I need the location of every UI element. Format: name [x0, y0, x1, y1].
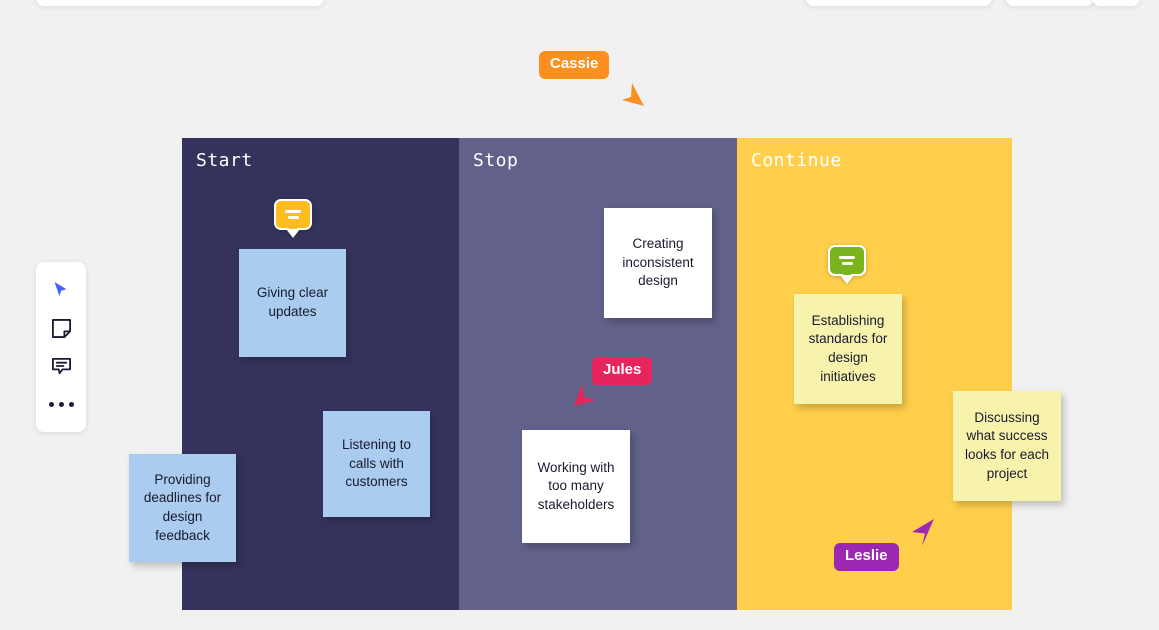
sticky-note[interactable]: Listening to calls with customers — [323, 411, 430, 517]
share-group: Share — [1006, 0, 1095, 6]
ellipsis-icon[interactable] — [44, 388, 78, 420]
presence-group: +3 — [806, 0, 992, 6]
cursor-pointer-leslie — [903, 518, 936, 553]
cursor-label-jules: Jules — [592, 357, 653, 385]
comment-lines-icon — [285, 210, 301, 219]
comment-lines-icon — [839, 256, 855, 265]
badge-tail — [842, 273, 852, 280]
comment-badge-start[interactable] — [274, 199, 312, 234]
column-title-stop: Stop — [473, 150, 519, 171]
comment-icon[interactable] — [44, 350, 78, 382]
cursor-pointer-jules — [572, 378, 604, 411]
export-icon[interactable] — [272, 0, 310, 2]
badge-tail — [288, 227, 298, 234]
sticky-note[interactable]: Giving clear updates — [239, 249, 346, 357]
comment-panel-icon[interactable] — [1097, 0, 1135, 2]
column-title-start: Start — [196, 150, 253, 171]
top-header: miro Agile Workflows — [0, 0, 1159, 14]
header-left-group: miro Agile Workflows — [36, 0, 324, 6]
left-toolbar — [36, 262, 86, 432]
sticky-note[interactable]: Working with too many stakeholders — [522, 430, 630, 543]
sticky-note[interactable]: Creating inconsistent design — [604, 208, 712, 318]
sticky-note[interactable]: Discussing what success looks for each p… — [953, 391, 1061, 501]
cursor-pointer-cassie — [612, 78, 646, 113]
column-title-continue: Continue — [751, 150, 842, 171]
sticky-note[interactable]: Providing deadlines for design feedback — [129, 454, 236, 562]
sticky-note-icon[interactable] — [44, 312, 78, 344]
comment-badge-continue[interactable] — [828, 245, 866, 280]
select-tool[interactable] — [44, 274, 78, 306]
comment-panel-group — [1092, 0, 1140, 6]
sticky-note[interactable]: Establishing standards for design initia… — [794, 294, 902, 404]
cursor-label-cassie: Cassie — [539, 51, 610, 79]
cursor-label-leslie: Leslie — [834, 543, 899, 571]
